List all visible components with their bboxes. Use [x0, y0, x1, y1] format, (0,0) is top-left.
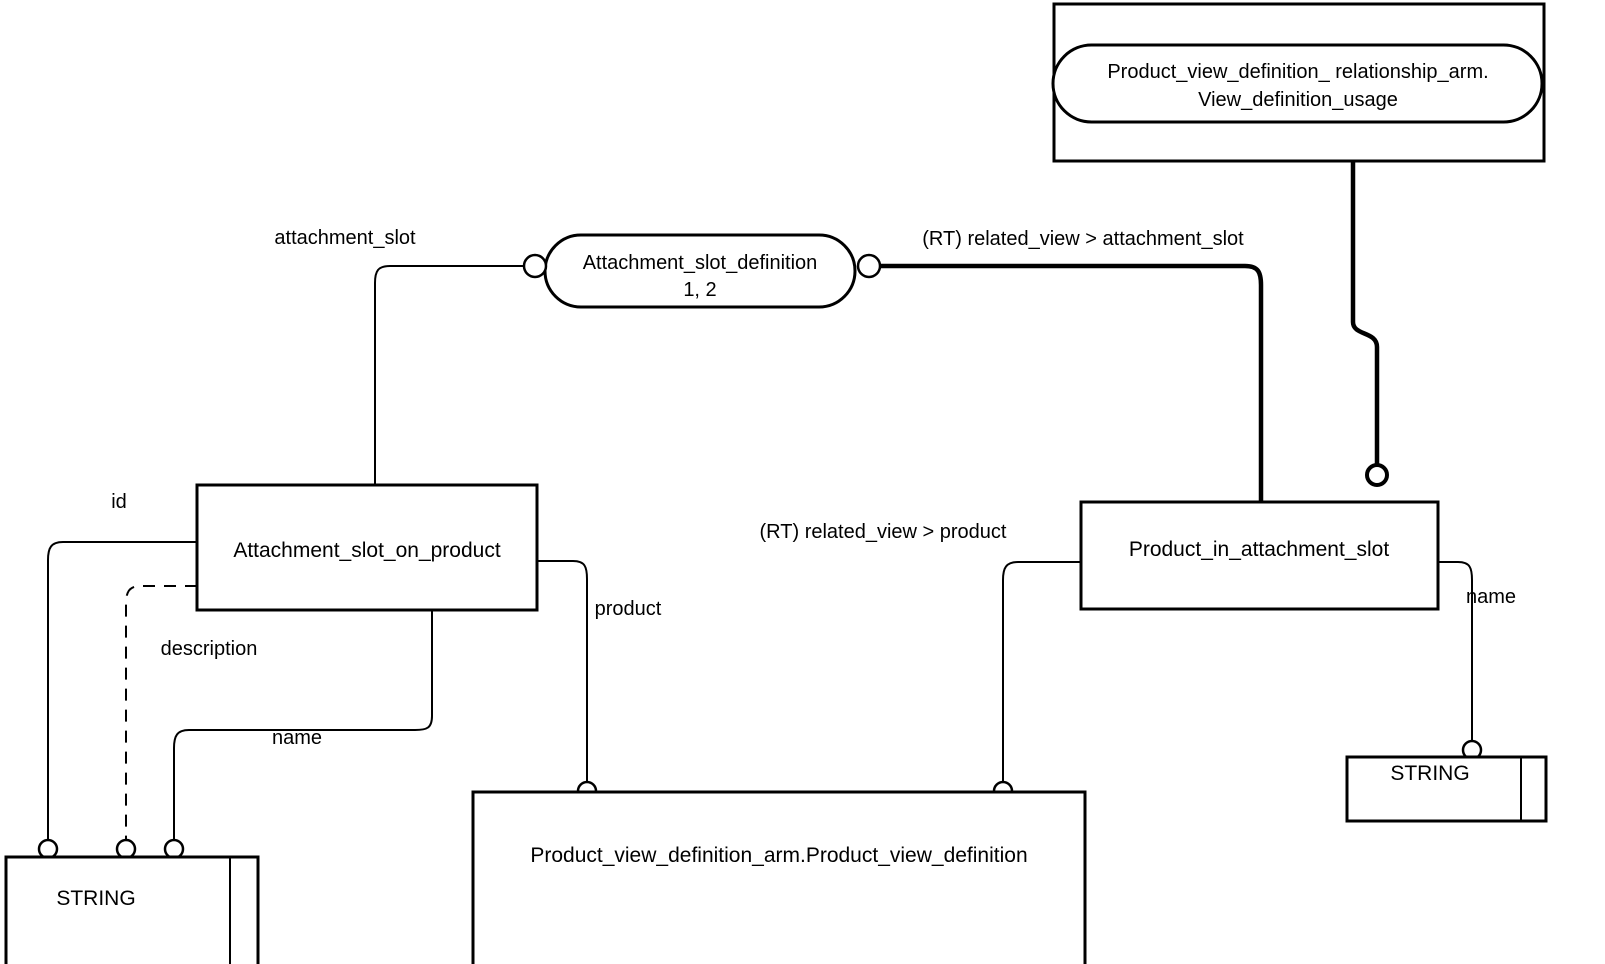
edge-product-path	[537, 560, 588, 782]
edge-product[interactable]: product	[537, 560, 662, 802]
attachment-slot-on-product-label: Attachment_slot_on_product	[233, 539, 501, 562]
product-view-definition-label: Product_view_definition_arm.Product_view…	[530, 844, 1027, 867]
edge-name-left-circle	[163, 838, 185, 860]
edge-usage-to-product-in-attachment-slot[interactable]	[1350, 161, 1389, 487]
edge-product-label: product	[595, 598, 662, 620]
edge-id-label: id	[111, 491, 127, 513]
edge-usage-supertype-path	[1350, 161, 1380, 466]
string-left-label: STRING	[56, 887, 135, 910]
node-attachment-slot-definition[interactable]: Attachment_slot_definition 1, 2	[543, 233, 857, 309]
edge-name-left-path	[173, 610, 433, 840]
edge-rt-attachment-slot-circle	[856, 253, 882, 279]
edge-id-circle	[37, 838, 59, 860]
edge-rt-attachment-slot-path	[880, 263, 1264, 502]
string-left-rect	[4, 855, 260, 964]
edge-rt-attachment-slot-label: (RT) related_view > attachment_slot	[922, 228, 1244, 250]
edge-description-circle	[115, 838, 137, 860]
edge-usage-endpoint-circle	[1365, 463, 1389, 487]
node-string-left[interactable]: STRING	[4, 855, 260, 964]
node-attachment-slot-on-product[interactable]: Attachment_slot_on_product	[195, 483, 539, 612]
node-product-view-definition[interactable]: Product_view_definition_arm.Product_view…	[471, 790, 1087, 964]
edge-rt-product-path	[1002, 561, 1081, 782]
view-definition-usage-stadium	[1051, 43, 1544, 124]
edge-description[interactable]: description	[115, 585, 258, 860]
product-in-attachment-slot-rect	[1079, 500, 1440, 611]
edge-attachment-slot-circle	[522, 253, 548, 279]
edge-attachment-slot-path	[374, 265, 524, 485]
attachment-slot-definition-label-line1: Attachment_slot_definition	[583, 252, 818, 274]
node-view-definition-usage[interactable]: Product_view_definition_ relationship_ar…	[1051, 2, 1546, 163]
product-in-attachment-slot-label: Product_in_attachment_slot	[1129, 538, 1389, 561]
attachment-slot-definition-label-line2: 1, 2	[683, 279, 716, 301]
edge-id-path	[47, 541, 197, 840]
edge-description-label: description	[161, 638, 258, 660]
edge-attachment-slot[interactable]: attachment_slot	[274, 227, 548, 485]
string-right-rect	[1345, 755, 1548, 823]
product-view-definition-rect	[471, 790, 1087, 964]
string-right-label: STRING	[1390, 762, 1469, 785]
edge-attachment-slot-label: attachment_slot	[274, 227, 416, 249]
node-string-right[interactable]: STRING	[1345, 755, 1548, 823]
edge-rt-related-view-attachment-slot[interactable]: (RT) related_view > attachment_slot	[856, 228, 1264, 502]
edge-name-right-path	[1438, 561, 1473, 741]
edge-rt-product-label: (RT) related_view > product	[760, 521, 1007, 543]
attachment-slot-on-product-rect	[195, 483, 539, 612]
view-definition-usage-label-line2: View_definition_usage	[1198, 89, 1398, 111]
edge-id[interactable]: id	[37, 491, 197, 860]
edge-name-right-label: name	[1466, 586, 1516, 608]
view-definition-usage-label-line1: Product_view_definition_ relationship_ar…	[1107, 61, 1488, 83]
edge-name-left-label: name	[272, 727, 322, 749]
node-product-in-attachment-slot[interactable]: Product_in_attachment_slot	[1079, 500, 1440, 611]
edge-name-right[interactable]: name	[1438, 561, 1516, 761]
edge-rt-related-view-product[interactable]: (RT) related_view > product	[760, 521, 1081, 802]
edge-name-left[interactable]: name	[163, 610, 433, 860]
edge-description-path	[125, 585, 197, 840]
